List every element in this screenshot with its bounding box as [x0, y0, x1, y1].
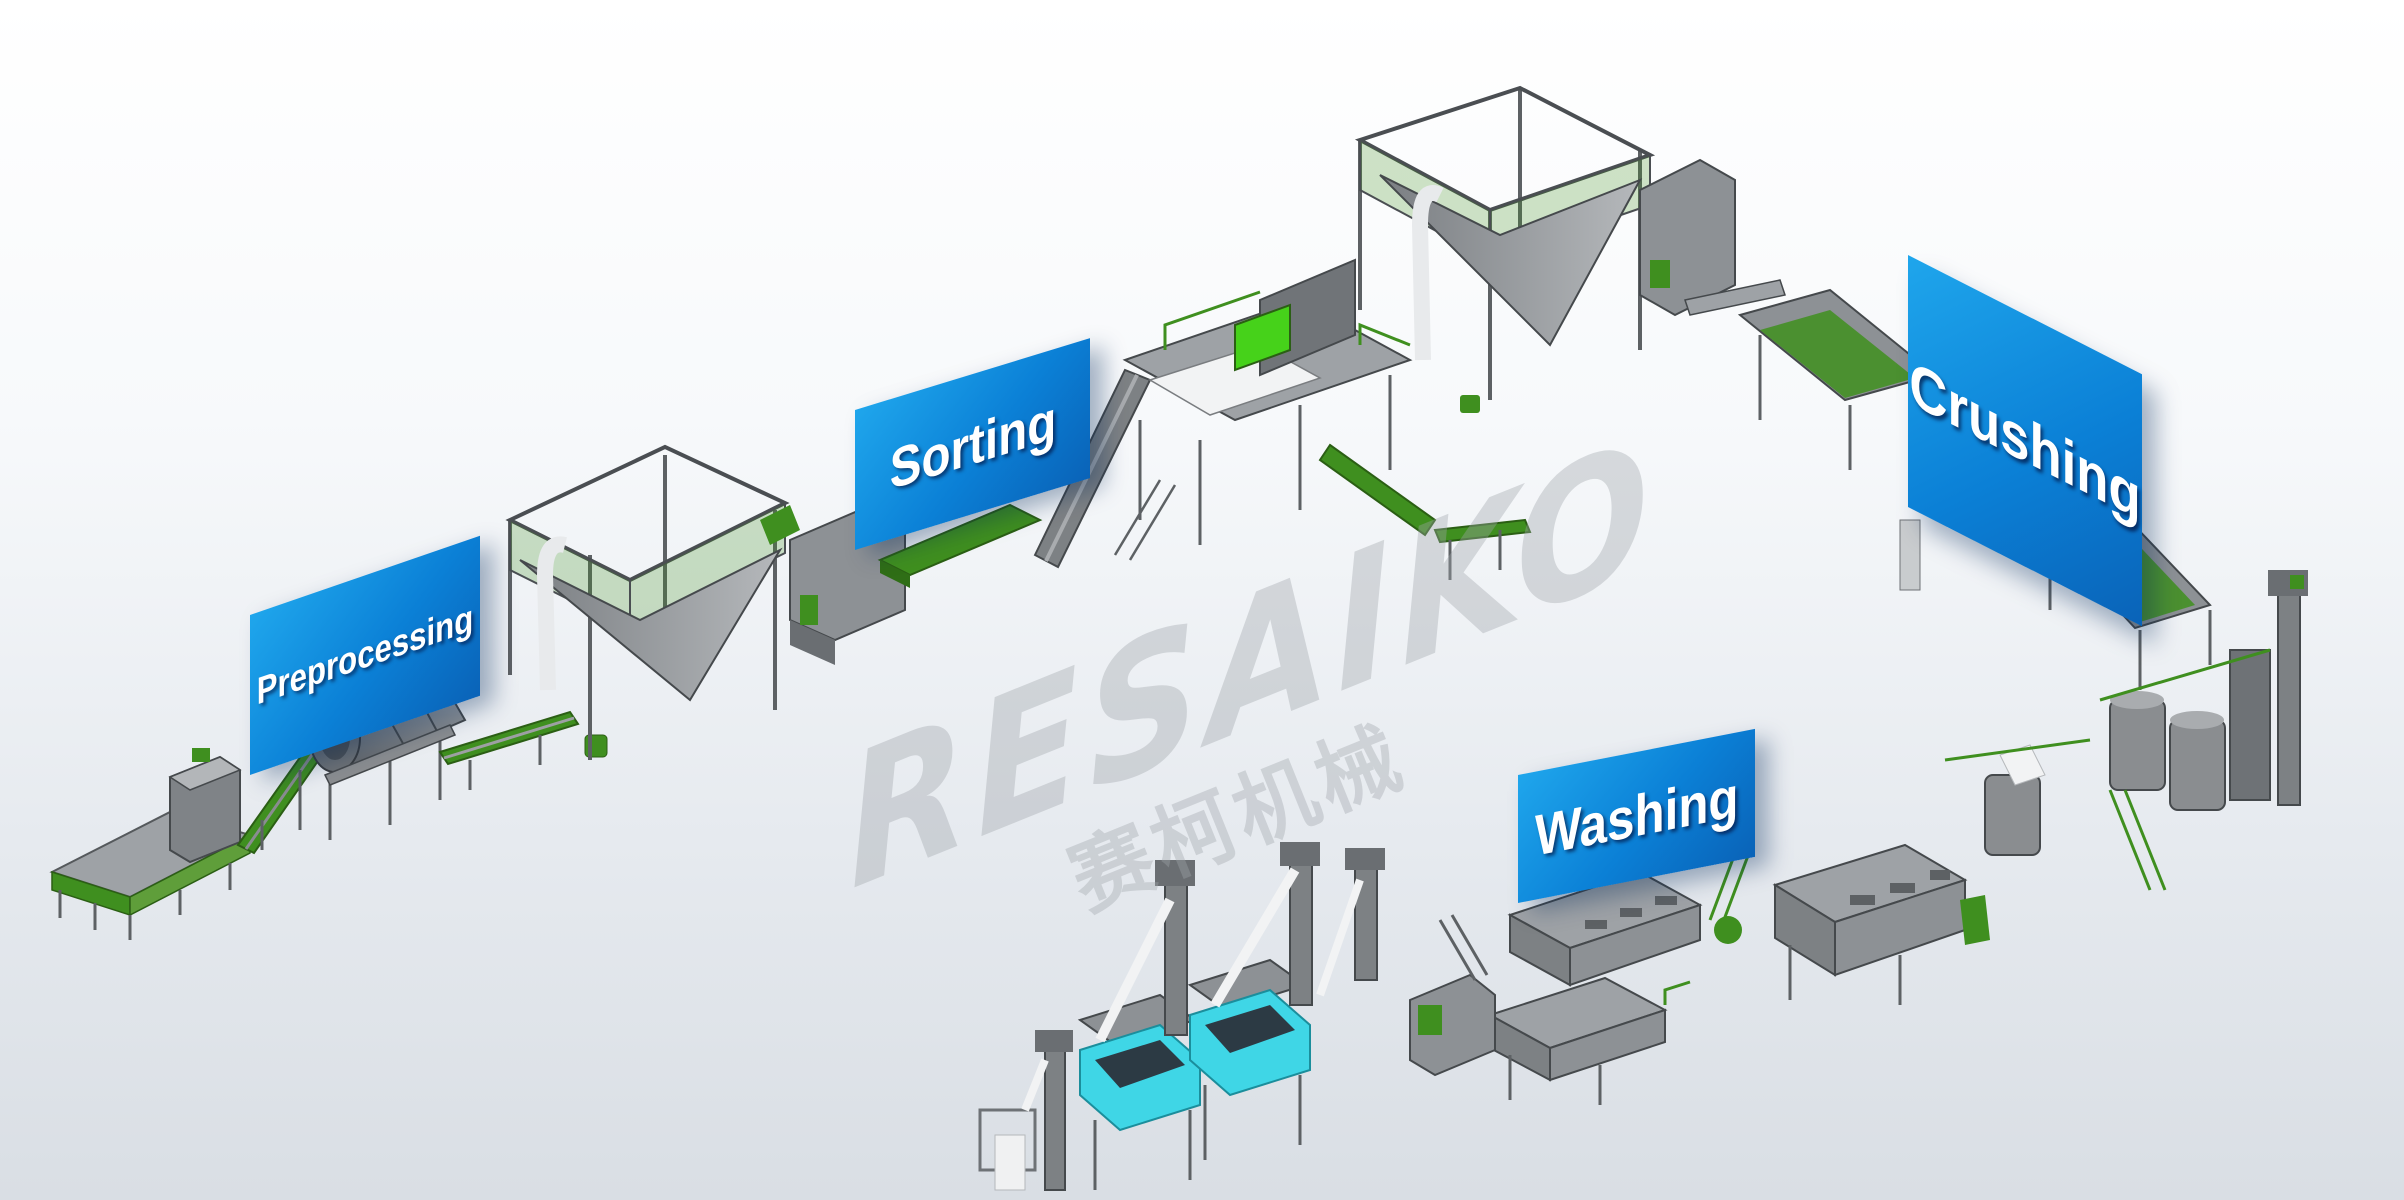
hopper-2 [1354, 85, 1656, 413]
flotation-tank-1 [1737, 288, 1938, 470]
outfeed-conveyor [1318, 443, 1532, 580]
color-sorter-2 [1187, 842, 1385, 1160]
dewatering-unit-2 [1409, 914, 1496, 1077]
shredder-housing [168, 748, 242, 864]
stage-label-preprocessing: Preprocessing [256, 596, 474, 714]
bagging-station [978, 1058, 1049, 1191]
transfer-conveyor [438, 710, 608, 790]
washing-section [1409, 839, 1990, 1105]
friction-washer-3 [1487, 976, 1691, 1105]
sorting-platform [1113, 258, 1413, 561]
elevator-left [1035, 1030, 1073, 1191]
stage-label-sorting: Sorting [889, 387, 1056, 502]
hopper-1 [505, 444, 800, 760]
color-sorter-1 [1077, 860, 1201, 1190]
optical-sorting-section [978, 842, 1385, 1191]
sorting-section [505, 258, 1532, 760]
stage-label-washing: Washing [1534, 763, 1739, 869]
bucket-elevator [2268, 570, 2308, 806]
reactor-tanks [1944, 648, 2271, 891]
friction-washer-1 [1772, 843, 1990, 1005]
stage-label-crushing: Crushing [1909, 347, 2141, 535]
crushing-section [1354, 85, 2308, 891]
crusher-unit [1639, 158, 1786, 317]
horizontal-conveyor [877, 503, 1043, 588]
